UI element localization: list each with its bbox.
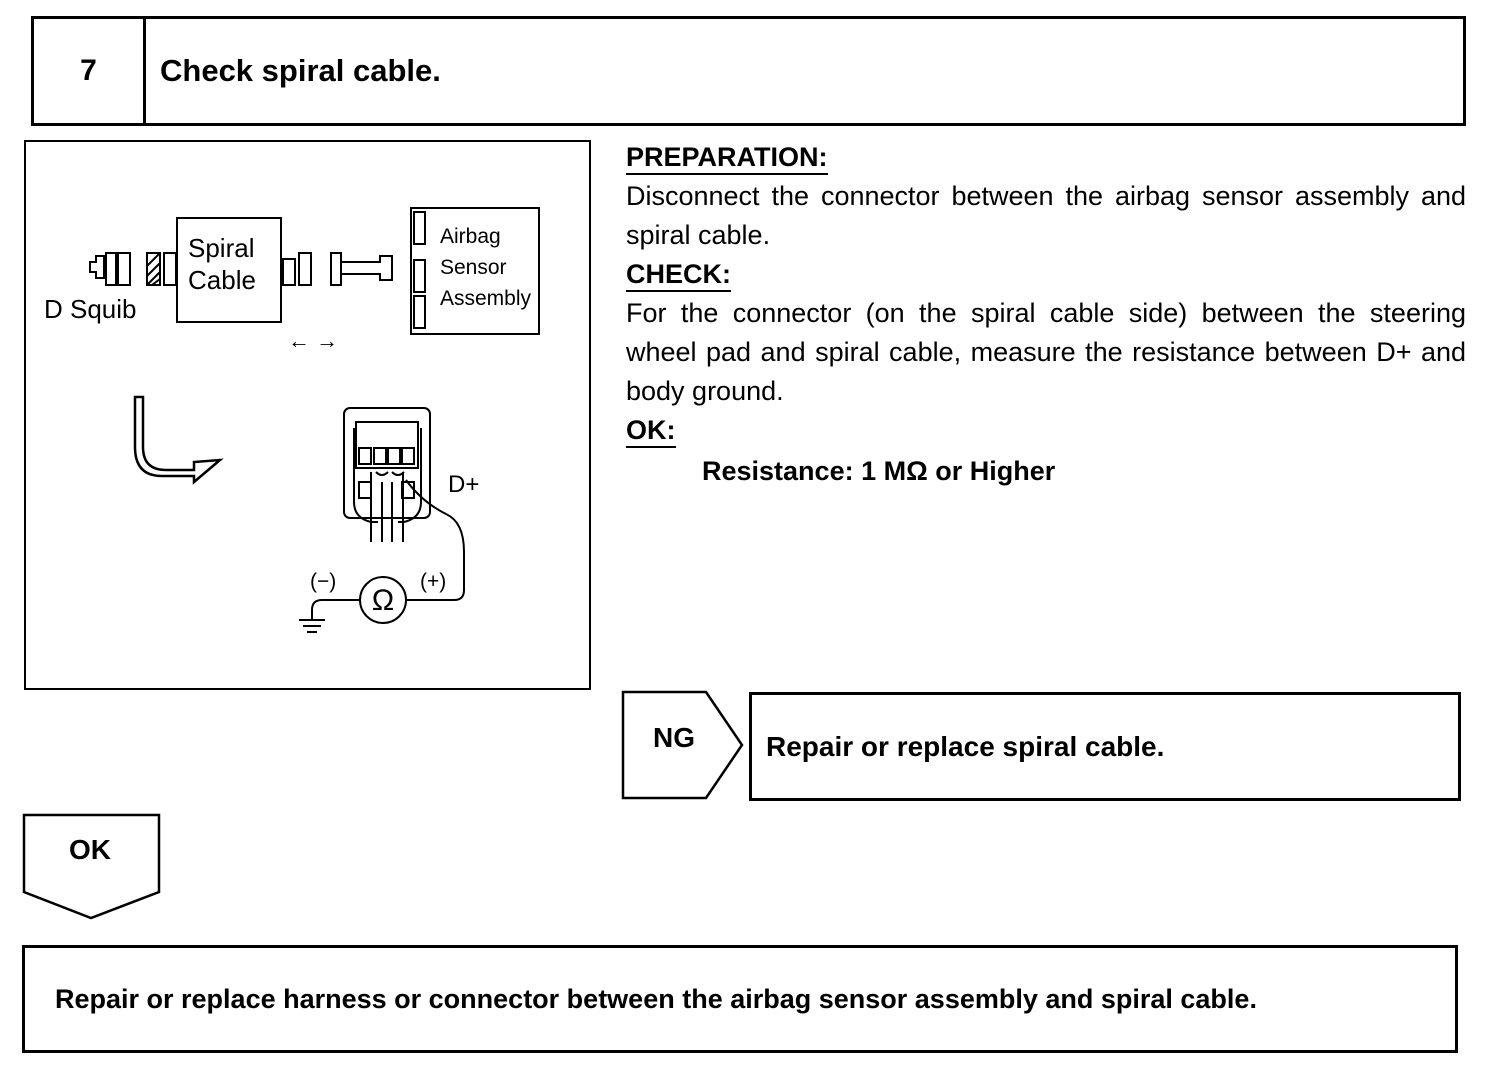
- spiral-cable-box: [176, 217, 282, 323]
- harness-connector-icon: [330, 252, 393, 286]
- spiral-connector-icon: [282, 252, 312, 286]
- check-heading: CHECK:: [626, 258, 731, 292]
- ground-symbol-icon: [299, 619, 325, 633]
- ok-label: OK: [69, 834, 111, 865]
- hatched-connector-icon: [146, 252, 177, 286]
- step-number: 7: [34, 19, 146, 123]
- final-action-box: Repair or replace harness or connector b…: [22, 945, 1458, 1053]
- ok-resistance-value: Resistance: 1 MΩ or Higher: [702, 456, 1056, 486]
- spiral-label-line2: Cable: [188, 265, 256, 295]
- preparation-heading: PREPARATION:: [626, 141, 828, 175]
- airbag-sensor-box: [410, 207, 540, 335]
- d-squib-label: D Squib: [44, 294, 137, 324]
- airbag-label-line2: Sensor: [440, 256, 507, 279]
- ng-action-box: Repair or replace spiral cable.: [749, 692, 1461, 801]
- airbag-label-line1: Airbag: [440, 225, 501, 248]
- final-action-text: Repair or replace harness or connector b…: [55, 983, 1257, 1014]
- positive-label: (+): [420, 570, 446, 593]
- ng-label: NG: [653, 722, 695, 753]
- instructions: PREPARATION: Disconnect the connector be…: [626, 138, 1466, 491]
- check-text: For the connector (on the spiral cable s…: [626, 298, 1466, 406]
- connector-face-icon: [343, 407, 431, 542]
- ng-action-text: Repair or replace spiral cable.: [766, 730, 1165, 762]
- wiring-diagram: Spiral Cable D Squib Airbag Sensor Assem…: [24, 140, 591, 690]
- spiral-label-line1: Spiral: [188, 233, 254, 263]
- ohm-symbol: Ω: [372, 584, 394, 617]
- preparation-text: Disconnect the connector between the air…: [626, 181, 1466, 250]
- ohmmeter-icon: [359, 576, 407, 624]
- squib-connector-icon: [89, 252, 131, 286]
- d-plus-label: D+: [448, 471, 479, 498]
- airbag-label-line3: Assembly: [440, 287, 532, 310]
- step-header: 7 Check spiral cable.: [31, 16, 1466, 126]
- disconnect-arrows: ← →: [288, 328, 338, 353]
- step-title: Check spiral cable.: [160, 53, 441, 88]
- diagram-illustration: Spiral Cable D Squib Airbag Sensor Assem…: [44, 207, 540, 633]
- ok-arrow-icon: [22, 813, 161, 920]
- ok-heading: OK:: [626, 414, 676, 448]
- ng-arrow-icon: [621, 690, 744, 800]
- negative-label: (−): [310, 570, 336, 593]
- bent-arrow-icon: [133, 395, 224, 485]
